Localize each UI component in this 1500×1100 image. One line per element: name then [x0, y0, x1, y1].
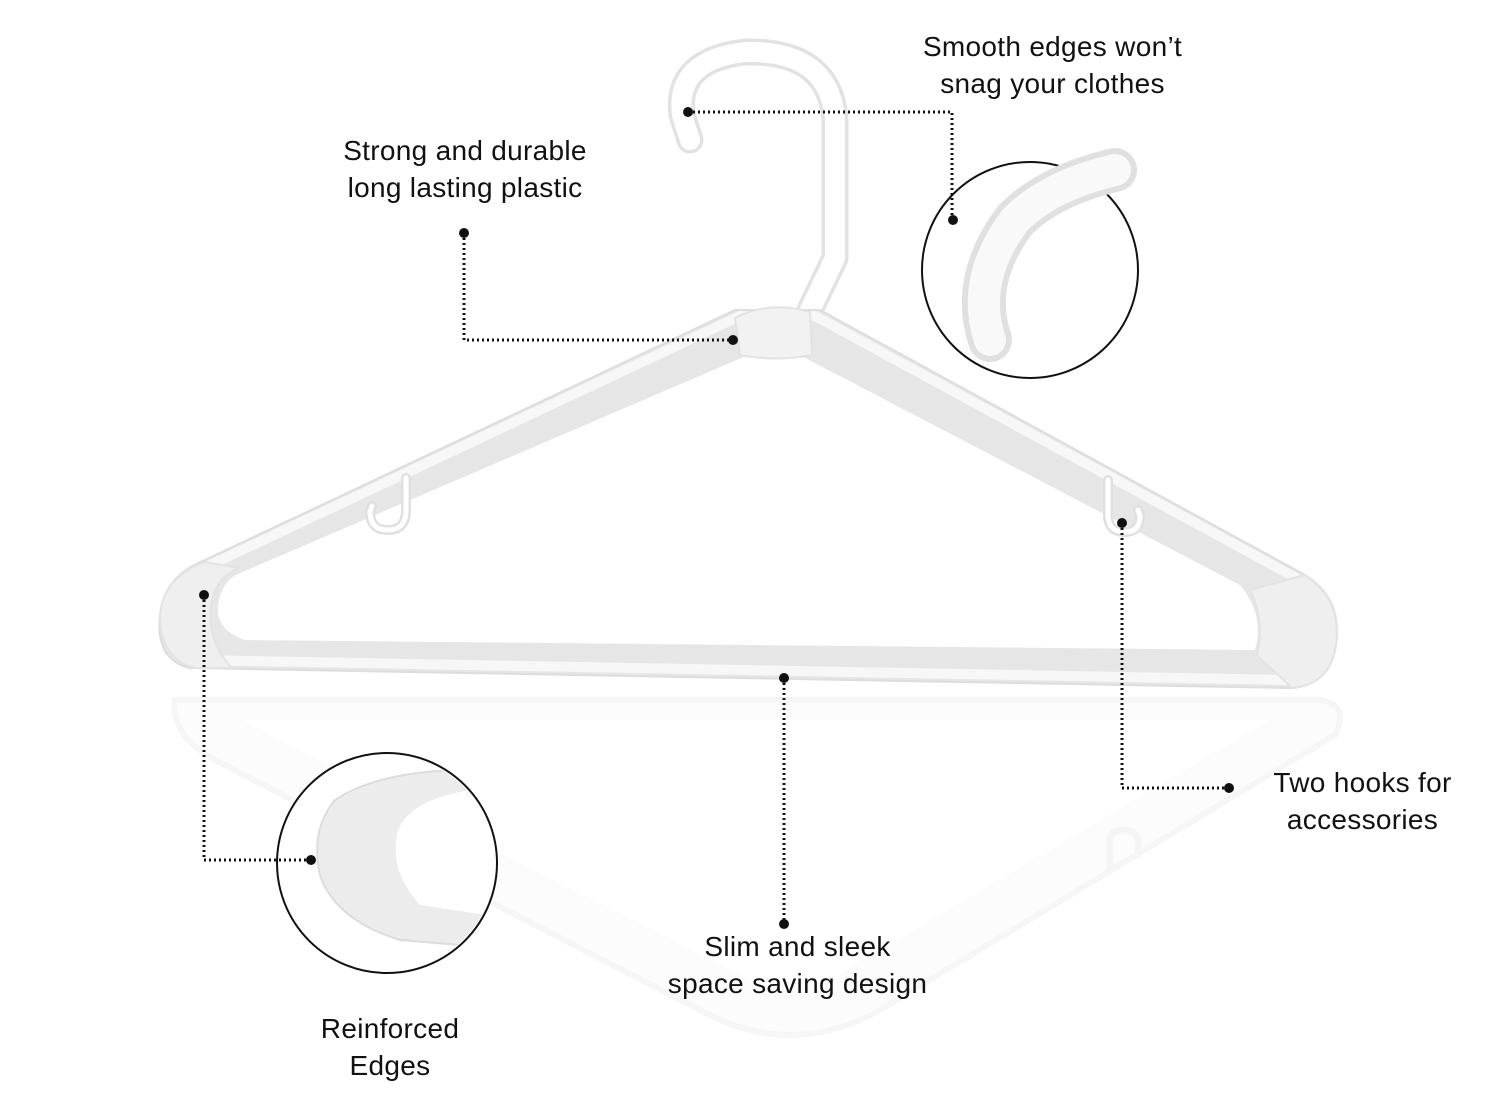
dot-hooks-end [1224, 783, 1234, 793]
label-strong-durable-line2: long lasting plastic [347, 172, 583, 203]
plastic-hanger-icon [158, 38, 1338, 690]
label-two-hooks: Two hooks for accessories [1245, 764, 1480, 838]
label-slim-sleek-line2: space saving design [667, 968, 928, 999]
label-smooth-edges-line1: Smooth edges won’t [922, 31, 1183, 62]
hanger-top-hook [667, 38, 849, 324]
label-strong-durable-line1: Strong and durable [343, 135, 587, 166]
label-two-hooks-line1: Two hooks for [1273, 767, 1452, 798]
label-strong-durable: Strong and durable long lasting plastic [305, 132, 625, 206]
label-slim-sleek-line1: Slim and sleek [704, 931, 891, 962]
leader-lines [202, 110, 1229, 924]
hook-detail-icon [921, 148, 1139, 379]
dot-slim-start [779, 673, 789, 683]
dot-reinforced-start [199, 590, 209, 600]
leader-reinforced [202, 595, 311, 862]
hanger-neck [733, 306, 814, 360]
label-reinforced-edges: Reinforced Edges [270, 1010, 510, 1084]
dot-slim-end [779, 919, 789, 929]
label-reinforced-edges-line1: Reinforced [320, 1013, 460, 1044]
dot-strong-end [728, 335, 738, 345]
label-two-hooks-line2: accessories [1286, 804, 1439, 835]
dot-smooth-end [948, 215, 958, 225]
label-reinforced-edges-line2: Edges [349, 1050, 431, 1081]
label-smooth-edges: Smooth edges won’t snag your clothes [880, 28, 1225, 102]
label-slim-sleek: Slim and sleek space saving design [620, 928, 975, 1002]
dot-reinforced-end [306, 855, 316, 865]
leader-dots [199, 107, 1234, 929]
dot-smooth-start [683, 107, 693, 117]
reinforced-edge-detail-icon [276, 752, 498, 974]
dot-strong-start [459, 228, 469, 238]
dot-hooks-start [1117, 518, 1127, 528]
leader-hooks [1120, 523, 1229, 790]
hanger-reflection [171, 697, 1343, 1038]
leader-strong [462, 233, 733, 342]
leader-smooth [688, 110, 954, 220]
label-smooth-edges-line2: snag your clothes [940, 68, 1165, 99]
